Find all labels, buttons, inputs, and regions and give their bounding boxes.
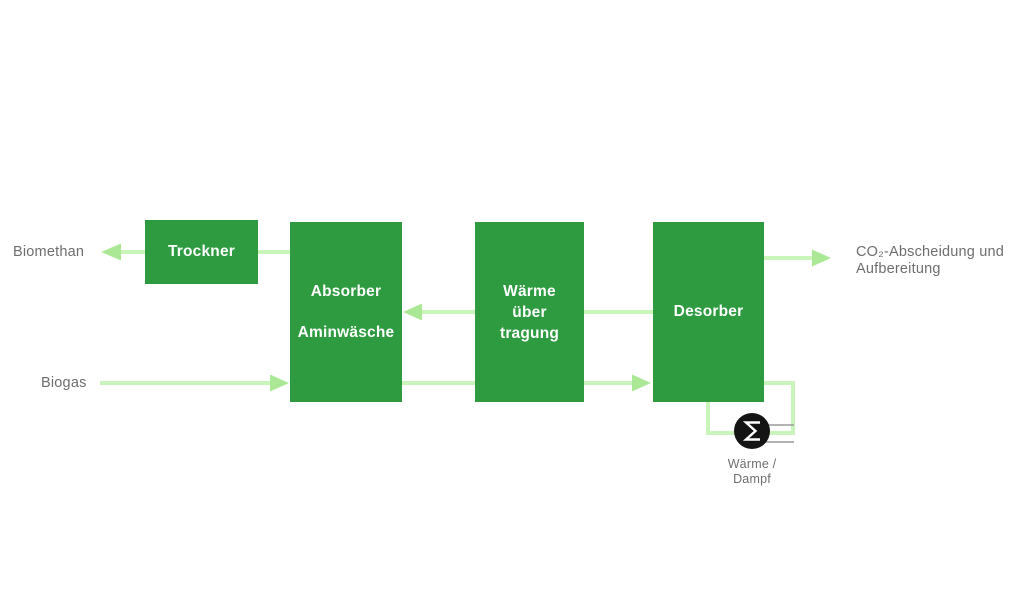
arrowhead-co2-icon [812,249,831,267]
box-waermeuebertragung: Wärme über tragung [475,222,584,402]
arrowhead-desorber-icon [632,374,651,392]
box-heat-line2: über [512,303,547,321]
heat-circle-icon [734,413,770,449]
label-co2-line1: CO₂-Abscheidung und [856,244,1005,260]
box-desorber: Desorber [653,222,764,402]
sigma-heat-source-icon [734,413,794,449]
arrowhead-biogas-icon [270,374,289,392]
label-heat-steam-line2: Dampf [733,471,771,486]
flow-line-reboiler-loop [706,381,795,435]
box-heat-line3: tragung [499,324,560,342]
label-heat-steam-line1: Wärme / [727,457,777,471]
box-heat-line1: Wärme [503,282,556,300]
sigma-glyph-icon [742,421,760,441]
label-heat-steam: Wärme / Dampf [702,457,802,486]
arrowhead-biomethan-icon [101,243,121,261]
label-co2-output: CO₂-Abscheidung und Aufbereitung [856,244,1004,277]
label-biogas: Biogas [41,375,87,391]
box-trockner: Trockner [145,220,258,284]
box-absorber-line2: Aminwäsche [297,324,395,341]
label-biomethan: Biomethan [13,244,85,260]
label-co2-line2: Aufbereitung [856,260,941,277]
box-trockner-label: Trockner [167,243,236,260]
box-absorber-line1: Absorber [310,283,382,300]
box-absorber-aminwaesche: Absorber Aminwäsche [290,222,402,402]
arrowhead-absorber-icon [403,303,422,321]
box-desorber-label: Desorber [673,303,744,320]
